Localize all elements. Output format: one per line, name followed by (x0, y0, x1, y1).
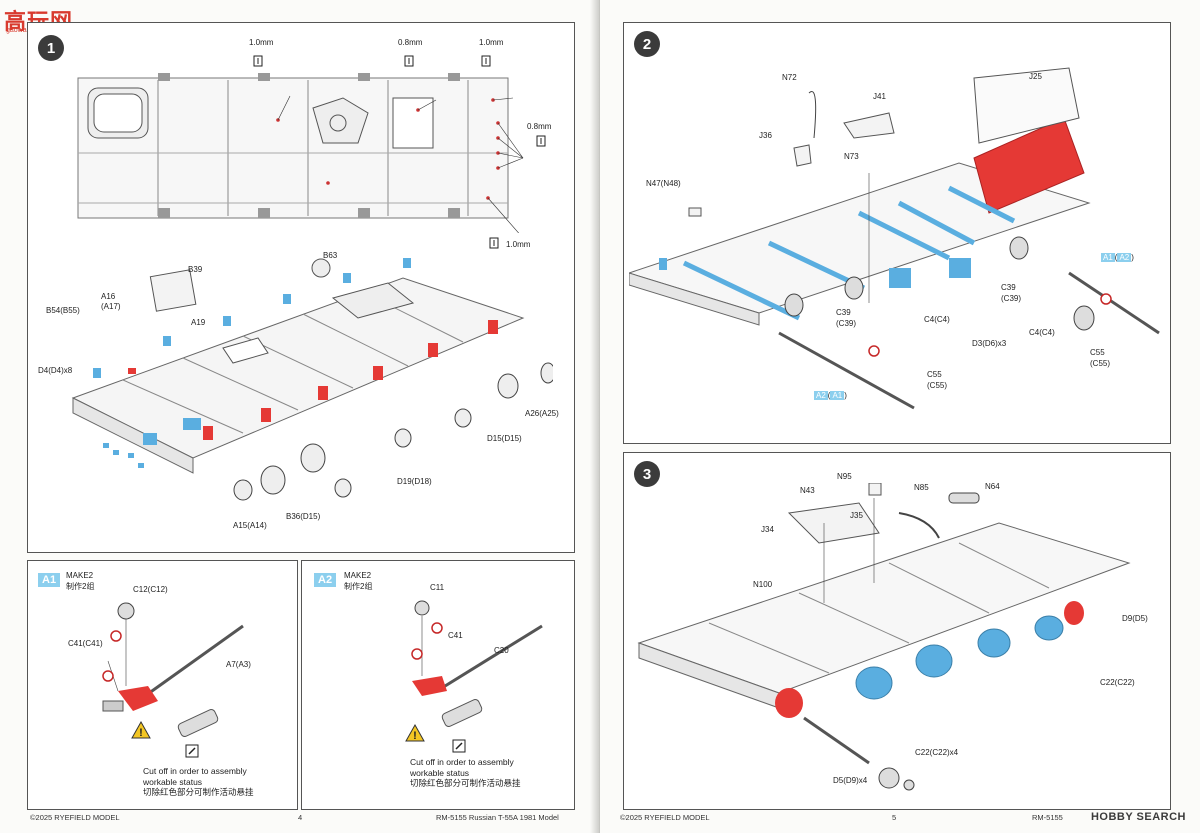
warning-icon: ! (131, 721, 151, 739)
part-label: C22(C22)x4 (915, 748, 959, 757)
knife-icon (452, 739, 466, 753)
part-label: N95 (837, 472, 852, 481)
drill-icon (253, 55, 263, 67)
make-count-cn: 制作2组 (66, 582, 95, 591)
step1-number: 1 (38, 35, 64, 61)
cut-note: Cut off in order to assembly workable st… (143, 766, 254, 798)
part-label: B54(B55) (46, 306, 80, 315)
subassembly-tag: A2 (314, 573, 337, 587)
part-label: C39 (1001, 283, 1016, 292)
part-label: (C55) (927, 381, 948, 390)
thickness-label: 1.0mm (506, 240, 531, 249)
part-label: J41 (873, 92, 886, 101)
subassembly-a2-panel: A2 MAKE2 制作2组 C11 C41 C20 ! Cut off in o… (301, 560, 575, 810)
step2-number: 2 (634, 31, 660, 57)
step1-panel: 1 (27, 22, 575, 553)
part-label: D5(D9)x4 (833, 776, 868, 785)
part-label: C39 (836, 308, 851, 317)
hobby-search-watermark: HOBBY SEARCH (1090, 811, 1186, 823)
left-page: 高玩网 gaowan.com 1 (0, 0, 596, 833)
part-label: C55 (1090, 348, 1105, 357)
part-label: (C39) (836, 319, 857, 328)
part-label: A7(A3) (226, 660, 251, 669)
part-label: B36(D15) (286, 512, 321, 521)
knife-icon (185, 744, 199, 758)
part-label: N100 (753, 580, 773, 589)
part-label: C41 (448, 631, 463, 640)
watermark-site: gaowan.com (6, 27, 46, 34)
make-count: MAKE2 (344, 571, 372, 580)
part-label: A26(A25) (525, 409, 559, 418)
part-label: A16 (101, 292, 116, 301)
part-label: (C39) (1001, 294, 1022, 303)
suspension-arm-diagram (411, 600, 543, 727)
part-label: N72 (782, 73, 797, 82)
step3-number: 3 (634, 461, 660, 487)
part-label: A15(A14) (233, 521, 267, 530)
thickness-label: 1.0mm (479, 38, 504, 47)
thickness-label: 0.8mm (398, 38, 423, 47)
hull-top-view (77, 73, 524, 233)
subassembly-callout: A2(A1) (814, 391, 847, 400)
part-label: J36 (759, 131, 772, 140)
drill-icon (404, 55, 414, 67)
make-count-cn: 制作2组 (344, 582, 373, 591)
part-label: N85 (914, 483, 929, 492)
subassembly-callout: A1(A2) (1101, 253, 1134, 262)
part-label: B63 (323, 251, 338, 260)
part-label: D15(D15) (487, 434, 522, 443)
footer-copyright: ©2025 RYEFIELD MODEL (30, 813, 120, 822)
part-label: J25 (1029, 72, 1042, 81)
part-label: N73 (844, 152, 859, 161)
part-label: C41(C41) (68, 639, 103, 648)
drill-icon (536, 135, 546, 147)
warning-icon: ! (405, 724, 425, 742)
part-label: N43 (800, 486, 815, 495)
step2-panel: 2 N72 J41 J25 (623, 22, 1171, 444)
step3-panel: 3 N95 N43 N85 N64 J35 J34 (623, 452, 1171, 810)
part-label: C4(C4) (924, 315, 950, 324)
subassembly-tag: A1 (38, 573, 61, 587)
part-label: N64 (985, 482, 1000, 491)
thickness-label: 1.0mm (249, 38, 274, 47)
part-label: C11 (430, 583, 445, 592)
part-label: D19(D18) (397, 477, 432, 486)
part-label: C20 (494, 646, 509, 655)
part-label: C22(C22) (1100, 678, 1135, 687)
part-label: (C55) (1090, 359, 1111, 368)
thickness-label: 0.8mm (527, 122, 552, 131)
part-label: C55 (927, 370, 942, 379)
right-page: 2 N72 J41 J25 (600, 0, 1200, 833)
part-label: D4(D4)x8 (38, 366, 73, 375)
part-label: J35 (850, 511, 863, 520)
footer-model: RM-5155 (1032, 813, 1063, 822)
svg-text:!: ! (139, 727, 143, 739)
drill-icon (489, 237, 499, 249)
part-label: B39 (188, 265, 203, 274)
suspension-arm-diagram (102, 602, 244, 737)
footer-copyright: ©2025 RYEFIELD MODEL (620, 813, 710, 822)
part-label: N47(N48) (646, 179, 681, 188)
part-label: D3(D6)x3 (972, 339, 1007, 348)
chassis-assembly-diagram (637, 483, 1131, 791)
subassembly-a1-panel: A1 MAKE2 制作2组 C12(C12) C41(C41) A7(A3) !… (27, 560, 298, 810)
footer-page-number: 4 (298, 813, 303, 822)
part-label: (A17) (101, 302, 121, 311)
part-label: D9(D5) (1122, 614, 1148, 623)
part-label: C4(C4) (1029, 328, 1055, 337)
drill-icon (481, 55, 491, 67)
footer-model: RM-5155 Russian T-55A 1981 Model (436, 813, 559, 822)
part-label: C12(C12) (133, 585, 168, 594)
part-label: A19 (191, 318, 206, 327)
svg-text:!: ! (413, 730, 417, 742)
cut-note: Cut off in order to assembly workable st… (410, 757, 521, 789)
hull-iso-view (71, 258, 553, 501)
make-count: MAKE2 (66, 571, 94, 580)
footer-page-number: 5 (892, 813, 897, 822)
chassis-assembly-diagram (629, 67, 1160, 410)
part-label: J34 (761, 525, 774, 534)
